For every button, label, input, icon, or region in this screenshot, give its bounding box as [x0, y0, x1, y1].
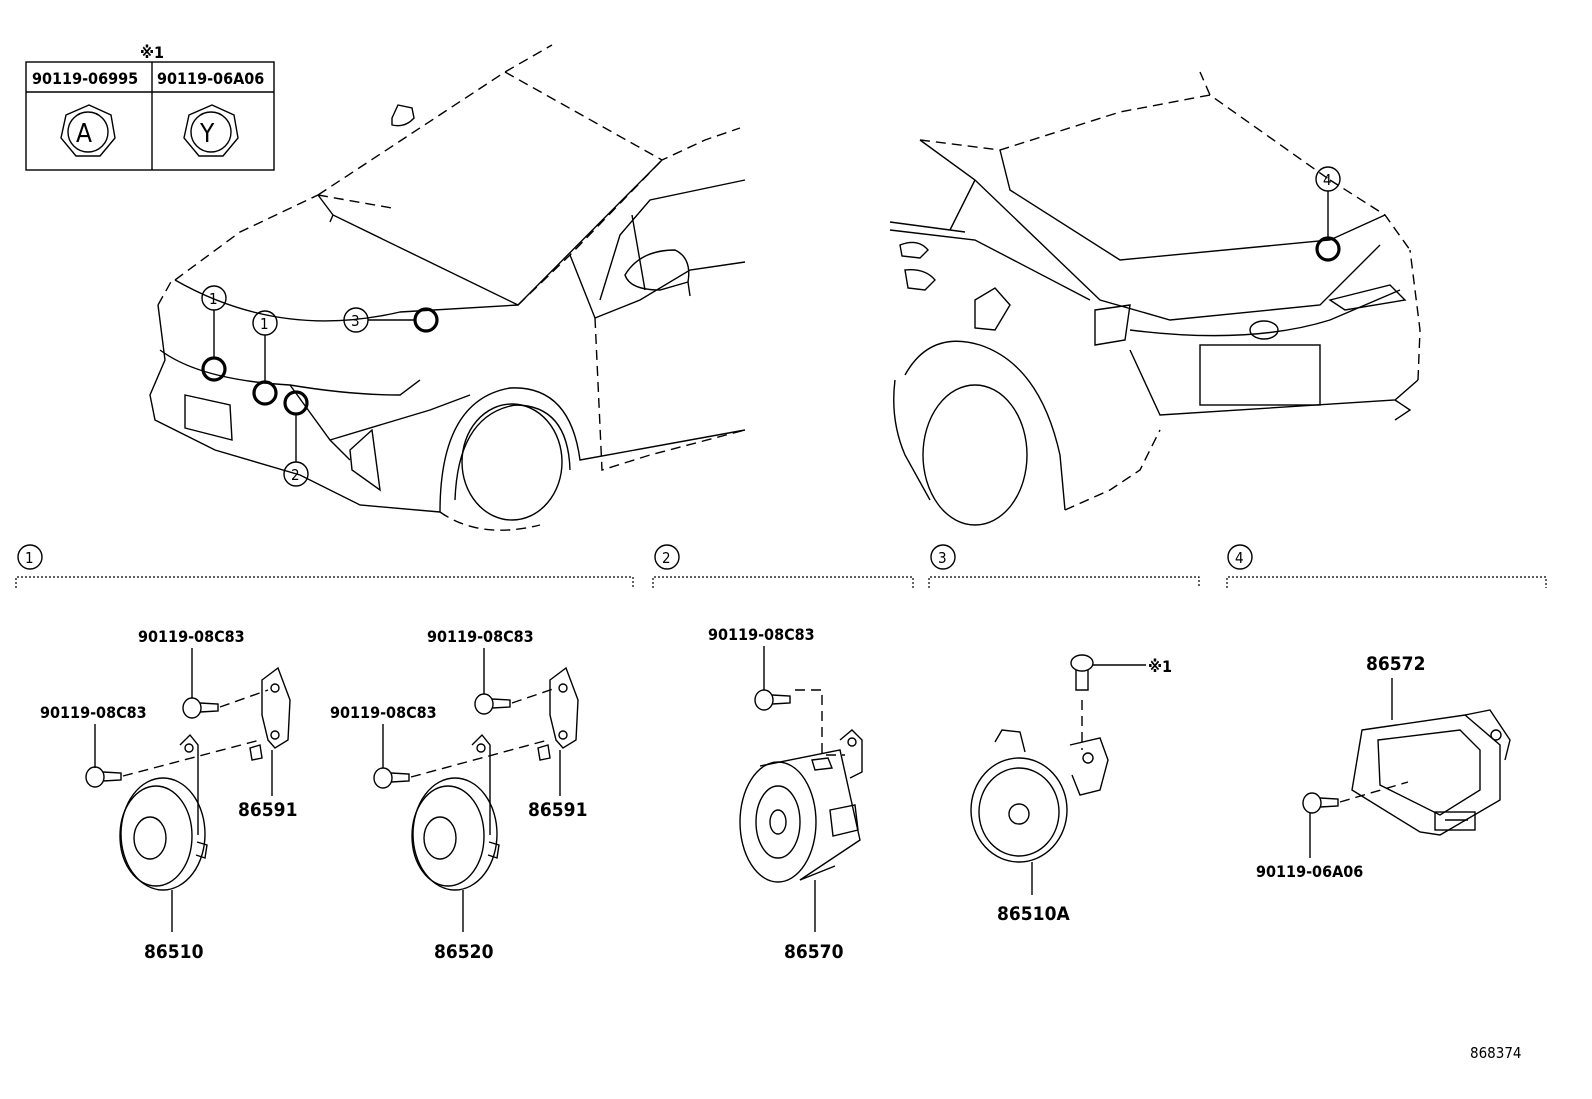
bolt-icon [754, 689, 791, 711]
horn-86510a-assembly: ※1 86510A [970, 654, 1172, 925]
bolt-icon [1070, 654, 1094, 691]
bolt-legend-table: ※1 90119-06995 90119-06A06 A Y [25, 43, 275, 171]
legend-note-mark: ※1 [140, 43, 164, 62]
legend-col2-part: 90119-06A06 [157, 69, 264, 88]
horn-86510-assembly: 90119-08C83 90119-08C83 86591 [40, 627, 297, 963]
section-2-number: 2 [662, 549, 671, 567]
callout-1b: 1 [260, 315, 269, 333]
section-3-number: 3 [938, 549, 947, 567]
bracket-86591b-label: 86591 [528, 799, 587, 821]
horn-icon [119, 733, 208, 891]
bolt-icon [1302, 792, 1339, 814]
callout-3: 3 [351, 312, 360, 330]
bolt-1b-upper-label: 90119-08C83 [427, 627, 534, 646]
rear-car-illustration: 4 [889, 71, 1421, 526]
horn-icon [411, 733, 500, 891]
section-headers: 1 2 3 4 [15, 544, 1547, 588]
bolt-icon [373, 767, 410, 789]
bolt-icon [182, 697, 219, 719]
bolt-4-label: 90119-06A06 [1256, 862, 1363, 881]
bolt-head-y-icon [183, 104, 239, 157]
bolt-1b-lower-label: 90119-08C83 [330, 703, 437, 722]
callout-1a: 1 [209, 290, 218, 308]
section-4-number: 4 [1235, 549, 1244, 567]
speaker-86570-assembly: 90119-08C83 86570 [708, 625, 863, 963]
bracket-86591-label: 86591 [238, 799, 297, 821]
bolt-head-a-icon [60, 104, 116, 157]
speaker-icon [739, 729, 863, 883]
callout-4: 4 [1323, 171, 1332, 189]
section-1-number: 1 [25, 549, 34, 567]
legend-col2-letter: Y [199, 119, 215, 149]
bolt-icon [474, 693, 511, 715]
legend-col1-part: 90119-06995 [32, 69, 138, 88]
bracket-86572-label: 86572 [1366, 653, 1425, 675]
bolt-3-note-label: ※1 [1148, 657, 1172, 676]
bolt-icon [85, 766, 122, 788]
diagram-id: 868374 [1470, 1044, 1522, 1062]
bolt-1a-lower-label: 90119-08C83 [40, 703, 147, 722]
bolt-2-label: 90119-08C83 [708, 625, 815, 644]
horn-86510-label: 86510 [144, 941, 204, 963]
horn-86510a-label: 86510A [997, 903, 1070, 925]
callout-2: 2 [291, 466, 300, 484]
bracket-86591-icon [537, 666, 579, 761]
front-car-illustration: 1 1 2 3 [149, 44, 746, 531]
horn-86520-label: 86520 [434, 941, 494, 963]
bolt-1a-upper-label: 90119-08C83 [138, 627, 245, 646]
horn-icon [970, 729, 1109, 863]
bracket-86591-icon [249, 666, 291, 761]
legend-col1-letter: A [76, 119, 92, 149]
horn-86520-assembly: 90119-08C83 90119-08C83 86591 [330, 627, 587, 963]
bracket-86572-assembly: 86572 90119-06A06 [1256, 653, 1511, 881]
bracket-module-icon [1351, 709, 1511, 836]
speaker-86570-label: 86570 [784, 941, 844, 963]
